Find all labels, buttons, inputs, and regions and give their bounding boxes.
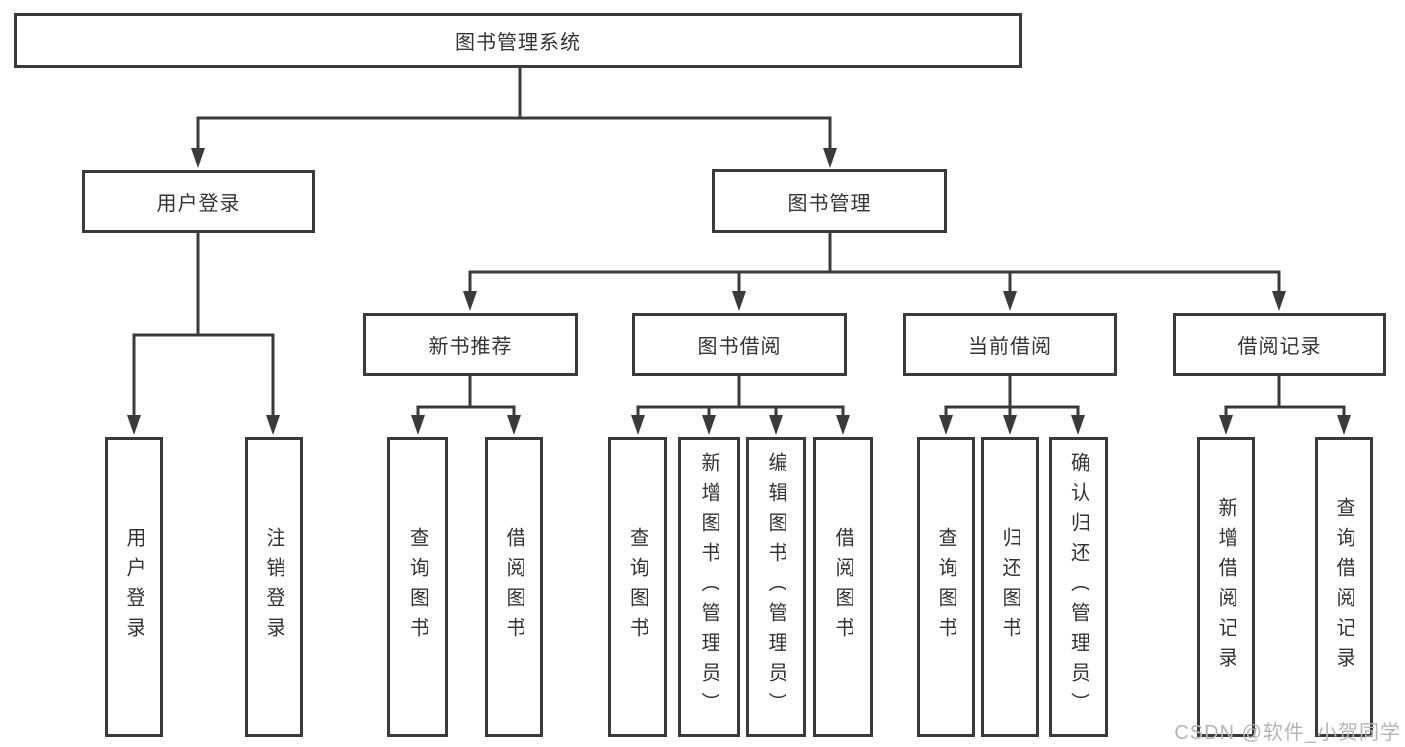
connector-root-to-level2	[191, 68, 837, 168]
node-label: 新书推荐	[428, 336, 513, 358]
leaf-logout-login: 注销登录	[245, 437, 303, 737]
connector-book-borrowing-children	[631, 376, 850, 435]
leaf-label: 查询图书	[407, 527, 428, 647]
node-label: 借阅记录	[1237, 336, 1322, 358]
leaf-label: 借阅图书	[833, 527, 853, 647]
node-label: 图书借阅	[697, 336, 782, 358]
leaf-current-confirm-return-admin: 确认归还（管理员）	[1049, 437, 1108, 737]
leaf-label: 新增图书（管理员）	[699, 452, 719, 722]
leaf-borrowing-borrow-books: 借阅图书	[813, 437, 873, 737]
node-current-borrowing: 当前借阅	[903, 313, 1117, 376]
leaf-label: 编辑图书（管理员）	[766, 452, 786, 722]
connector-book-management-children	[463, 233, 1286, 311]
leaf-label: 新增借阅记录	[1216, 497, 1236, 677]
leaf-borrowing-add-books-admin: 新增图书（管理员）	[678, 437, 740, 737]
node-library-management-system: 图书管理系统	[14, 13, 1022, 68]
node-label: 用户登录	[156, 193, 241, 215]
leaf-label: 查询借阅记录	[1334, 497, 1354, 677]
csdn-watermark: CSDN @软件_小贺同学	[1174, 722, 1401, 744]
node-label: 图书管理	[787, 192, 872, 215]
leaf-label: 注销登录	[264, 527, 284, 647]
leaf-borrowing-edit-books-admin: 编辑图书（管理员）	[746, 437, 806, 737]
connector-current-borrowing-children	[939, 376, 1085, 435]
leaf-label: 用户登录	[124, 527, 144, 647]
leaf-current-return-books: 归还图书	[981, 437, 1039, 737]
leaf-newbook-borrow-books: 借阅图书	[485, 437, 543, 737]
node-user-login: 用户登录	[82, 170, 315, 233]
node-borrowing-records: 借阅记录	[1173, 313, 1386, 376]
leaf-label: 查询图书	[936, 527, 956, 647]
leaf-label: 归还图书	[1000, 527, 1020, 647]
connector-user-login-children	[127, 233, 280, 435]
leaf-newbook-query-books: 查询图书	[387, 437, 448, 737]
leaf-records-query-borrow-record: 查询借阅记录	[1315, 437, 1373, 737]
connector-new-book-children	[411, 376, 521, 435]
node-book-management: 图书管理	[712, 169, 947, 233]
leaf-records-add-borrow-record: 新增借阅记录	[1197, 437, 1255, 737]
node-label: 当前借阅	[968, 336, 1052, 358]
node-book-borrowing: 图书借阅	[632, 313, 847, 376]
node-label: 图书管理系统	[455, 32, 581, 54]
connector-borrowing-records-children	[1219, 376, 1351, 435]
leaf-user-login: 用户登录	[105, 437, 163, 737]
node-new-book-recommend: 新书推荐	[363, 313, 578, 376]
leaf-label: 借阅图书	[504, 527, 524, 647]
leaf-current-query-books: 查询图书	[917, 437, 975, 737]
leaf-label: 确认归还（管理员）	[1068, 452, 1089, 722]
leaf-borrowing-query-books: 查询图书	[608, 437, 667, 737]
leaf-label: 查询图书	[627, 527, 648, 647]
